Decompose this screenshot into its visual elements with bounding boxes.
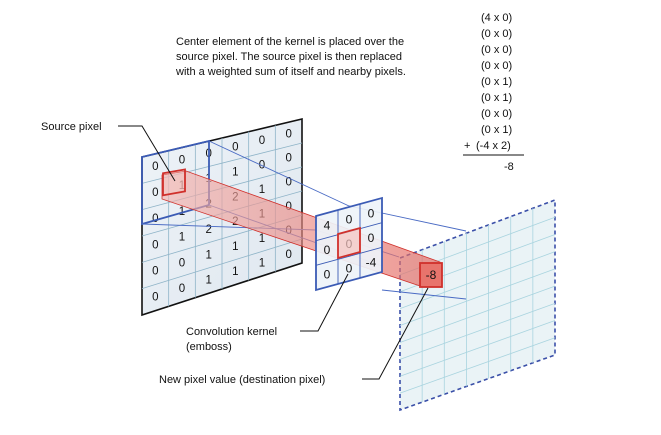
calc-term-8: (0 x 1) xyxy=(481,124,512,136)
calculation-column: (4 x 0) (0 x 0) (0 x 0) (0 x 0) (0 x 1) … xyxy=(463,12,524,173)
destination-grid-hline xyxy=(399,285,556,343)
kernel-grid-cell: -4 xyxy=(366,256,377,270)
source-grid-cell: 0 xyxy=(285,153,291,165)
description-line-1: Center element of the kernel is placed o… xyxy=(176,36,404,48)
kernel-grid-cell: 0 xyxy=(368,231,375,245)
convolution-kernel: 40000000-4 xyxy=(315,196,383,292)
label-source-pixel: Source pixel xyxy=(41,121,102,133)
source-grid-cell: 0 xyxy=(179,154,185,166)
calc-total: -8 xyxy=(504,161,514,173)
label-kernel-line-1: Convolution kernel xyxy=(186,326,277,338)
destination-grid-hline xyxy=(399,251,556,310)
source-pixel-highlight xyxy=(162,168,186,197)
calc-term-2: (0 x 0) xyxy=(481,28,512,40)
calc-term-7: (0 x 0) xyxy=(481,108,512,120)
source-grid-cell: 0 xyxy=(285,249,291,261)
label-kernel-line-2: (emboss) xyxy=(186,341,232,353)
source-grid-cell: 0 xyxy=(285,128,291,140)
destination-image-panel xyxy=(399,198,556,412)
kernel-grid-hline xyxy=(315,246,383,266)
source-grid-cell: 0 xyxy=(285,201,291,213)
source-grid-cell: 1 xyxy=(232,166,238,178)
source-grid-cell: 2 xyxy=(205,224,211,236)
source-grid-cell: 1 xyxy=(205,275,211,287)
source-grid-cell: 0 xyxy=(285,177,291,189)
calc-term-4: (0 x 0) xyxy=(481,60,512,72)
source-grid-cell: 1 xyxy=(205,249,211,261)
kernel-grid-cell: 4 xyxy=(324,218,331,232)
destination-grid-hline xyxy=(399,302,556,360)
kernel-grid-cell: 0 xyxy=(346,262,353,276)
source-grid-cell: 0 xyxy=(152,239,158,251)
calc-last-term: (-4 x 2) xyxy=(476,140,511,152)
calc-term-5: (0 x 1) xyxy=(481,76,512,88)
calc-term-6: (0 x 1) xyxy=(481,92,512,104)
calc-term-1: (4 x 0) xyxy=(481,12,512,24)
calc-term-3: (0 x 0) xyxy=(481,44,512,56)
source-grid-cell: 0 xyxy=(179,283,185,295)
source-grid-cell: 0 xyxy=(152,161,158,173)
leader-new-pixel xyxy=(362,287,429,380)
source-grid-cell: 1 xyxy=(232,266,238,278)
source-grid-cell: 0 xyxy=(259,135,265,147)
destination-pixel-box xyxy=(419,262,443,288)
destination-pixel: -8 xyxy=(419,262,443,288)
kernel-grid-cell: 0 xyxy=(324,243,331,257)
kernel-grid-cell: 0 xyxy=(324,268,331,282)
description-line-2: source pixel. The source pixel is then r… xyxy=(176,51,402,63)
destination-grid-hline xyxy=(399,320,556,377)
callouts: Source pixel Convolution kernel (emboss)… xyxy=(41,121,429,386)
description-caption: Center element of the kernel is placed o… xyxy=(175,36,406,78)
projection-line-top-right xyxy=(208,140,350,207)
kernel-center-highlight xyxy=(337,226,361,260)
source-grid-cell: 0 xyxy=(232,141,238,153)
source-grid-cell: 0 xyxy=(152,187,158,199)
source-grid-cell: 1 xyxy=(259,233,265,245)
source-grid-cell: 0 xyxy=(152,292,158,304)
destination-grid-lines xyxy=(399,208,556,403)
source-grid-cell: 1 xyxy=(259,258,265,270)
kernel-grid-cell: 0 xyxy=(346,212,353,226)
source-grid-cell: 1 xyxy=(259,184,265,196)
source-grid-cell: 1 xyxy=(179,232,185,244)
destination-panel-outline xyxy=(399,198,556,412)
source-grid-cell: 0 xyxy=(152,213,158,225)
calc-plus-sign: + xyxy=(464,140,470,152)
leader-source-pixel xyxy=(118,125,176,182)
destination-grid-hline xyxy=(399,337,556,394)
destination-grid-hline xyxy=(399,268,556,326)
description-line-3: with a weighted sum of itself and nearby… xyxy=(175,66,406,78)
source-grid-cell: 0 xyxy=(179,257,185,269)
source-grid-cell: 0 xyxy=(152,266,158,278)
destination-pixel-value: -8 xyxy=(426,268,437,282)
source-grid-hline xyxy=(141,238,303,290)
label-new-pixel: New pixel value (destination pixel) xyxy=(159,374,325,386)
kernel-grid-cell: 0 xyxy=(368,206,375,220)
leader-kernel xyxy=(300,273,349,332)
source-grid-cell: 1 xyxy=(232,241,238,253)
